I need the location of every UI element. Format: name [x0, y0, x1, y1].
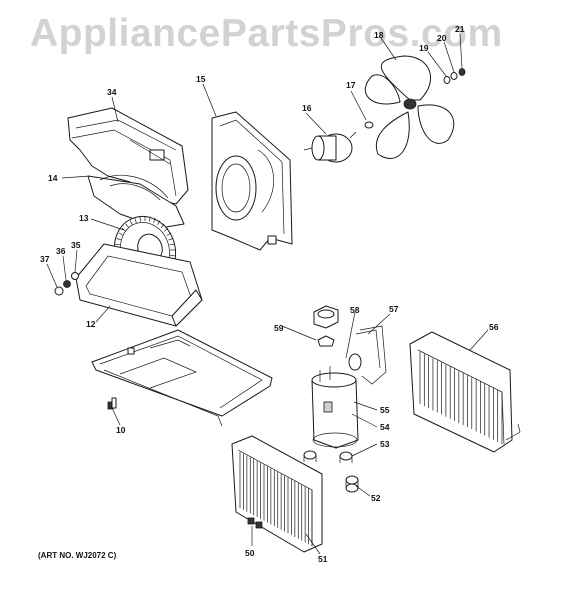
terminal-cover[interactable] [313, 305, 339, 329]
fan-spacer[interactable] [450, 72, 458, 80]
callout-19: 19 [419, 43, 429, 53]
callout-53: 53 [380, 439, 390, 449]
callout-51: 51 [318, 554, 328, 564]
callout-55: 55 [380, 405, 390, 415]
callout-12: 12 [86, 319, 96, 329]
condenser-coil[interactable] [231, 435, 323, 553]
fan-motor[interactable] [303, 131, 357, 163]
callout-34: 34 [107, 87, 117, 97]
evaporator-coil[interactable] [409, 331, 521, 453]
callout-14: 14 [48, 173, 58, 183]
callout-16: 16 [302, 103, 312, 113]
callout-labels: 34 14 13 15 16 17 18 19 20 21 37 36 35 1… [40, 24, 499, 564]
callout-10: 10 [116, 425, 126, 435]
art-number: (ART NO. WJ2072 C) [38, 551, 117, 560]
chassis-base-plate[interactable] [91, 329, 273, 427]
callout-54: 54 [380, 422, 390, 432]
hardware-washer-36[interactable] [63, 280, 71, 288]
fan-hub-washer[interactable] [443, 76, 451, 84]
coil-mounting-screws[interactable] [247, 517, 263, 529]
compressor-grommets[interactable] [303, 450, 353, 463]
blower-scroll-housing[interactable] [67, 107, 189, 229]
fan-shroud-panel[interactable] [211, 111, 293, 251]
hardware-nut-37[interactable] [54, 286, 64, 296]
callout-13: 13 [79, 213, 89, 223]
callout-35: 35 [71, 240, 81, 250]
callout-20: 20 [437, 33, 447, 43]
seal-ring[interactable] [348, 353, 362, 371]
callout-50: 50 [245, 548, 255, 558]
base-pan[interactable] [75, 243, 203, 327]
callout-36: 36 [56, 246, 66, 256]
fan-nut[interactable] [458, 68, 466, 76]
condenser-fan-blade[interactable] [364, 55, 455, 159]
callout-37: 37 [40, 254, 50, 264]
callout-52: 52 [371, 493, 381, 503]
callout-59: 59 [274, 323, 284, 333]
watermark: AppliancePartsPros.com [30, 12, 503, 55]
hardware-washer-35[interactable] [71, 272, 79, 280]
callout-15: 15 [196, 74, 206, 84]
screw[interactable] [107, 397, 117, 410]
callout-18: 18 [374, 30, 384, 40]
fan-retaining-clip[interactable] [364, 121, 374, 129]
rubber-grommet[interactable] [345, 475, 359, 493]
capacitor-boot[interactable] [317, 335, 335, 347]
callout-58: 58 [350, 305, 360, 315]
leader-lines [46, 33, 489, 555]
compressor[interactable] [311, 366, 359, 449]
overload-clip[interactable] [355, 325, 387, 385]
callout-17: 17 [346, 80, 356, 90]
callout-21: 21 [455, 24, 465, 34]
callout-57: 57 [389, 304, 399, 314]
callout-56: 56 [489, 322, 499, 332]
